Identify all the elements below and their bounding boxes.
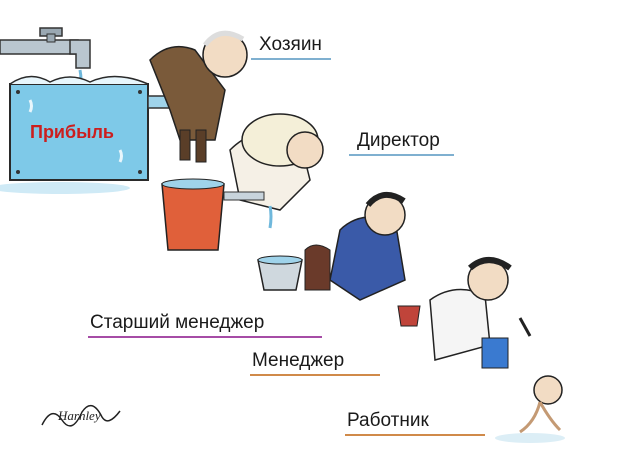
director-figure [229,113,324,211]
owner-label: Хозяин [259,34,322,55]
signature-text: Harnley [57,408,101,423]
manager-underline [250,374,380,376]
director-bucket [161,178,273,251]
manager-figure [429,257,532,369]
worker-label: Работник [347,410,429,431]
profit-tank [0,75,193,194]
manager-label: Менеджер [252,350,345,371]
owner-figure [149,30,248,163]
artist-signature: Harnley [41,404,121,427]
worker-figure [495,375,565,443]
director-underline [349,154,454,156]
director-label: Директор [357,130,440,151]
tank-label: Прибыль [30,122,114,142]
senior-manager-figure [304,192,421,327]
senior-manager-underline [88,336,322,338]
worker-underline [345,434,485,436]
owner-underline [251,58,331,60]
water-tap [0,27,91,91]
senior-manager-label: Старший менеджер [90,312,265,333]
small-bucket [257,255,303,291]
